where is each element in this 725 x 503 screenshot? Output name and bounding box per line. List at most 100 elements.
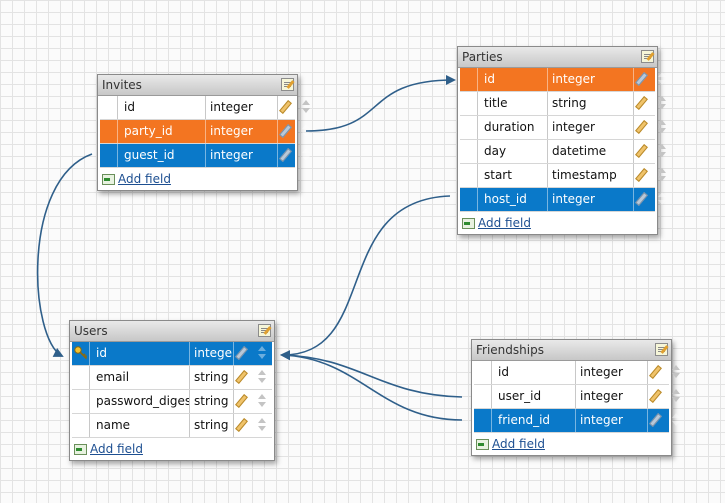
pencil-icon[interactable] (635, 192, 648, 206)
pencil-icon[interactable] (235, 346, 248, 360)
field-type: integer (206, 144, 278, 167)
link-invites-party-to-parties-id (305, 75, 456, 132)
link-parties-host-to-users-id (280, 195, 451, 361)
field-actions (634, 188, 666, 211)
field-name: duration (478, 116, 548, 139)
pencil-icon[interactable] (635, 96, 648, 110)
field-type: datetime (548, 140, 634, 163)
pencil-icon[interactable] (235, 418, 248, 432)
add-field-icon[interactable] (74, 444, 87, 455)
field-actions (648, 361, 680, 384)
add-field-link[interactable]: Add field (478, 216, 531, 230)
pencil-icon[interactable] (235, 394, 248, 408)
edit-table-icon[interactable] (655, 343, 668, 356)
table-title: Invites (102, 78, 142, 92)
field-key-cell (100, 120, 118, 143)
pencil-icon[interactable] (635, 144, 648, 158)
field-key-cell (72, 414, 90, 437)
edit-table-icon[interactable] (641, 50, 654, 63)
table-header[interactable]: Users (70, 321, 274, 342)
field-key-cell (460, 92, 478, 115)
field-name: friend_id (492, 409, 576, 432)
field-actions (234, 390, 272, 413)
pencil-icon[interactable] (635, 168, 648, 182)
pencil-icon[interactable] (279, 100, 292, 114)
field-type: string (190, 390, 234, 413)
pencil-icon[interactable] (635, 120, 648, 134)
field-actions (234, 342, 272, 365)
field-key-cell (460, 164, 478, 187)
field-actions (278, 120, 310, 143)
link-friendships-friend-to-users-id (280, 350, 463, 421)
field-key-cell (72, 390, 90, 413)
field-name: host_id (478, 188, 548, 211)
add-field-link[interactable]: Add field (492, 437, 545, 451)
pencil-icon[interactable] (279, 124, 292, 138)
edit-table-icon[interactable] (258, 324, 271, 337)
field-actions (648, 409, 680, 432)
field-name: id (478, 68, 548, 91)
field-type: integer (576, 385, 648, 408)
field-name: party_id (118, 120, 206, 143)
pencil-icon[interactable] (649, 389, 662, 403)
primary-key-icon (74, 346, 88, 360)
field-key-cell (460, 188, 478, 211)
field-key-cell (72, 366, 90, 389)
field-type: string (190, 366, 234, 389)
field-key-cell (100, 96, 118, 119)
add-field-link[interactable]: Add field (90, 442, 143, 456)
field-type: string (190, 414, 234, 437)
link-friendships-user-to-users-id (283, 354, 463, 398)
field-actions (278, 96, 310, 119)
add-field-icon[interactable] (462, 218, 475, 229)
pencil-icon[interactable] (235, 370, 248, 384)
table-header[interactable]: Invites (98, 75, 297, 96)
field-type: integer (576, 361, 648, 384)
add-field-icon[interactable] (476, 439, 489, 450)
field-name: title (478, 92, 548, 115)
field-type: integer (190, 342, 234, 365)
table-header[interactable]: Parties (458, 47, 657, 68)
field-name: guest_id (118, 144, 206, 167)
pencil-icon[interactable] (635, 72, 648, 86)
pencil-icon[interactable] (649, 365, 662, 379)
field-name: email (90, 366, 190, 389)
pencil-icon[interactable] (649, 413, 662, 427)
field-key-cell (72, 342, 90, 365)
table-title: Friendships (476, 343, 544, 357)
field-actions (278, 144, 310, 167)
field-name: id (90, 342, 190, 365)
add-field-link[interactable]: Add field (118, 172, 171, 186)
field-actions (234, 366, 272, 389)
add-field-icon[interactable] (102, 174, 115, 185)
pencil-icon[interactable] (279, 148, 292, 162)
field-key-cell (474, 409, 492, 432)
field-key-cell (474, 361, 492, 384)
field-type: string (548, 92, 634, 115)
field-name: id (492, 361, 576, 384)
table-header[interactable]: Friendships (472, 340, 671, 361)
table-title: Parties (462, 50, 503, 64)
edit-table-icon[interactable] (281, 78, 294, 91)
